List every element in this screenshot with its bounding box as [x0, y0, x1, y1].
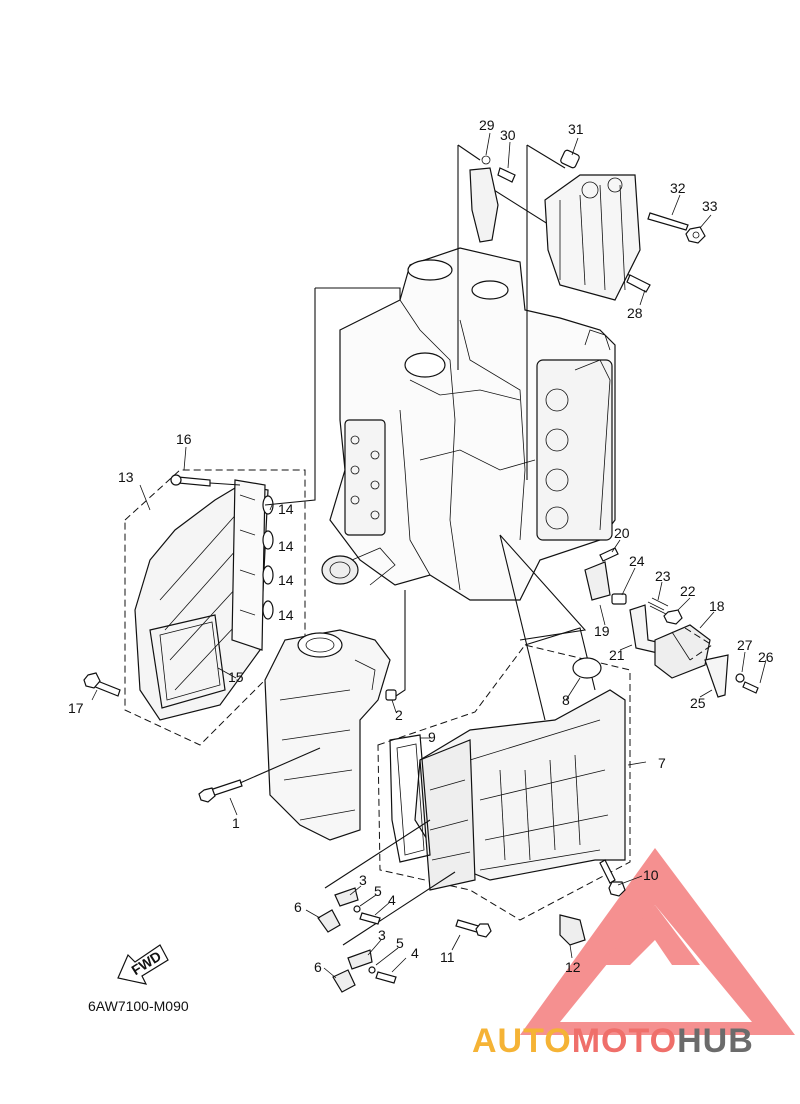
- intake-manifold-right: [377, 534, 631, 946]
- part-label-21: 21: [609, 647, 625, 663]
- part-label-22: 22: [680, 583, 696, 599]
- sensor-bracket-assembly: [499, 534, 759, 698]
- part-label-23: 23: [655, 568, 671, 584]
- part-label-4: 4: [388, 892, 396, 908]
- fwd-arrow-icon: [117, 944, 169, 985]
- part-label-12: 12: [565, 959, 581, 975]
- small-parts-bottom: [317, 819, 456, 993]
- part-label-32: 32: [670, 180, 686, 196]
- part-label-24: 24: [629, 553, 645, 569]
- part-label-14: 14: [278, 501, 294, 517]
- part-label-8: 8: [562, 692, 570, 708]
- watermark-text: AUTOMOTOHUB: [472, 1022, 754, 1060]
- part-label-2: 2: [395, 707, 403, 723]
- part-label-3: 3: [359, 872, 367, 888]
- part-label-25: 25: [690, 695, 706, 711]
- part-label-26: 26: [758, 649, 774, 665]
- leader-lines: [91, 132, 767, 979]
- part-label-5: 5: [374, 883, 382, 899]
- part-label-11: 11: [440, 949, 455, 965]
- watermark-logo: [520, 848, 795, 1035]
- part-label-4: 4: [411, 945, 419, 961]
- part-label-10: 10: [643, 867, 659, 883]
- part-label-28: 28: [627, 305, 643, 321]
- part-label-30: 30: [500, 127, 516, 143]
- part-label-14: 14: [278, 538, 294, 554]
- part-label-15: 15: [228, 669, 244, 685]
- watermark-part-hub: HUB: [677, 1022, 754, 1060]
- part-label-17: 17: [68, 700, 84, 716]
- part-label-9: 9: [428, 729, 436, 745]
- part-label-33: 33: [702, 198, 718, 214]
- part-label-29: 29: [479, 117, 495, 133]
- part-label-27: 27: [737, 637, 753, 653]
- watermark-triangle-icon: [520, 848, 795, 1035]
- engine-block: [321, 247, 616, 601]
- part-label-31: 31: [568, 121, 584, 137]
- watermark-part-moto: MOTO: [572, 1022, 677, 1060]
- part-label-14: 14: [278, 572, 294, 588]
- catalog-code: 6AW7100-M090: [88, 998, 189, 1014]
- watermark-part-auto: AUTO: [472, 1022, 572, 1060]
- part-number-labels: 1 2 3 3 4 4 5 5 6 6 7 8 9 10 11 12 13 14…: [68, 117, 774, 975]
- part-label-3: 3: [378, 927, 386, 943]
- part-label-1: 1: [232, 815, 240, 831]
- throttle-body: [198, 287, 406, 841]
- part-label-19: 19: [594, 623, 610, 639]
- fuel-module-assembly: [457, 144, 706, 480]
- part-label-16: 16: [176, 431, 192, 447]
- part-label-6: 6: [294, 899, 302, 915]
- part-label-18: 18: [709, 598, 725, 614]
- part-label-20: 20: [614, 525, 630, 541]
- part-label-5: 5: [396, 935, 404, 951]
- part-label-6: 6: [314, 959, 322, 975]
- part-label-13: 13: [118, 469, 134, 485]
- part-label-14: 14: [278, 607, 294, 623]
- part-label-7: 7: [658, 755, 666, 771]
